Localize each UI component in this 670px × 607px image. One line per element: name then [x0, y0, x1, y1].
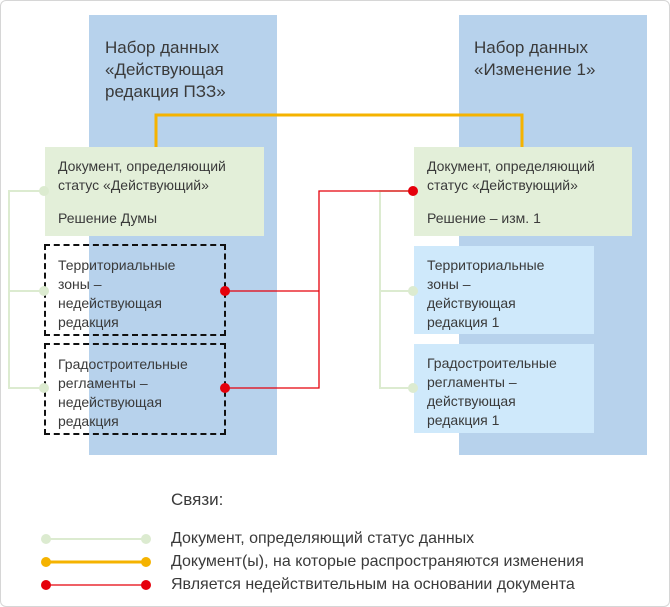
right-status-document-box: Документ, определяющий статус «Действующ…	[414, 147, 632, 236]
legend-item-invalidation: Является недействительным на основании д…	[171, 576, 575, 593]
right-column-title: Набор данных «Изменение 1»	[474, 38, 596, 79]
left-column-title: Набор данных «Действующая редакция ПЗЗ»	[105, 38, 226, 101]
left-status-document-name: Решение Думы	[58, 210, 158, 226]
legend-swatch-orange	[41, 557, 151, 567]
right-territorial-zones-text: Территориальные зоны – действующая редак…	[427, 257, 545, 330]
left-status-tree-line	[8, 190, 44, 389]
left-status-document-box: Документ, определяющий статус «Действующ…	[45, 147, 264, 236]
right-urban-regulations-box: Градостроительные регламенты – действующ…	[414, 344, 594, 433]
right-status-document-name: Решение – изм. 1	[427, 210, 541, 226]
invalidation-link-line	[225, 190, 413, 389]
left-urban-regulations-box: Градостроительные регламенты – недейству…	[44, 343, 226, 435]
left-urban-regulations-text: Градостроительные регламенты – недейству…	[58, 356, 188, 429]
right-status-document-text: Документ, определяющий статус «Действующ…	[427, 158, 595, 193]
legend-item-status-document: Документ, определяющий статус данных	[171, 530, 475, 547]
right-urban-regulations-text: Градостроительные регламенты – действующ…	[427, 355, 557, 428]
right-territorial-zones-box: Территориальные зоны – действующая редак…	[414, 246, 594, 334]
changes-link-line	[154, 113, 524, 147]
legend-title: Связи:	[171, 490, 224, 509]
left-territorial-zones-box: Территориальные зоны – недействующая ред…	[44, 244, 226, 336]
left-territorial-zones-text: Территориальные зоны – недействующая ред…	[58, 257, 176, 330]
left-status-document-text: Документ, определяющий статус «Действующ…	[58, 158, 226, 193]
legend-item-changes-documents: Документ(ы), на которые распространяются…	[171, 553, 584, 570]
legend-swatch-green	[41, 534, 151, 544]
legend-swatch-red	[41, 580, 151, 590]
